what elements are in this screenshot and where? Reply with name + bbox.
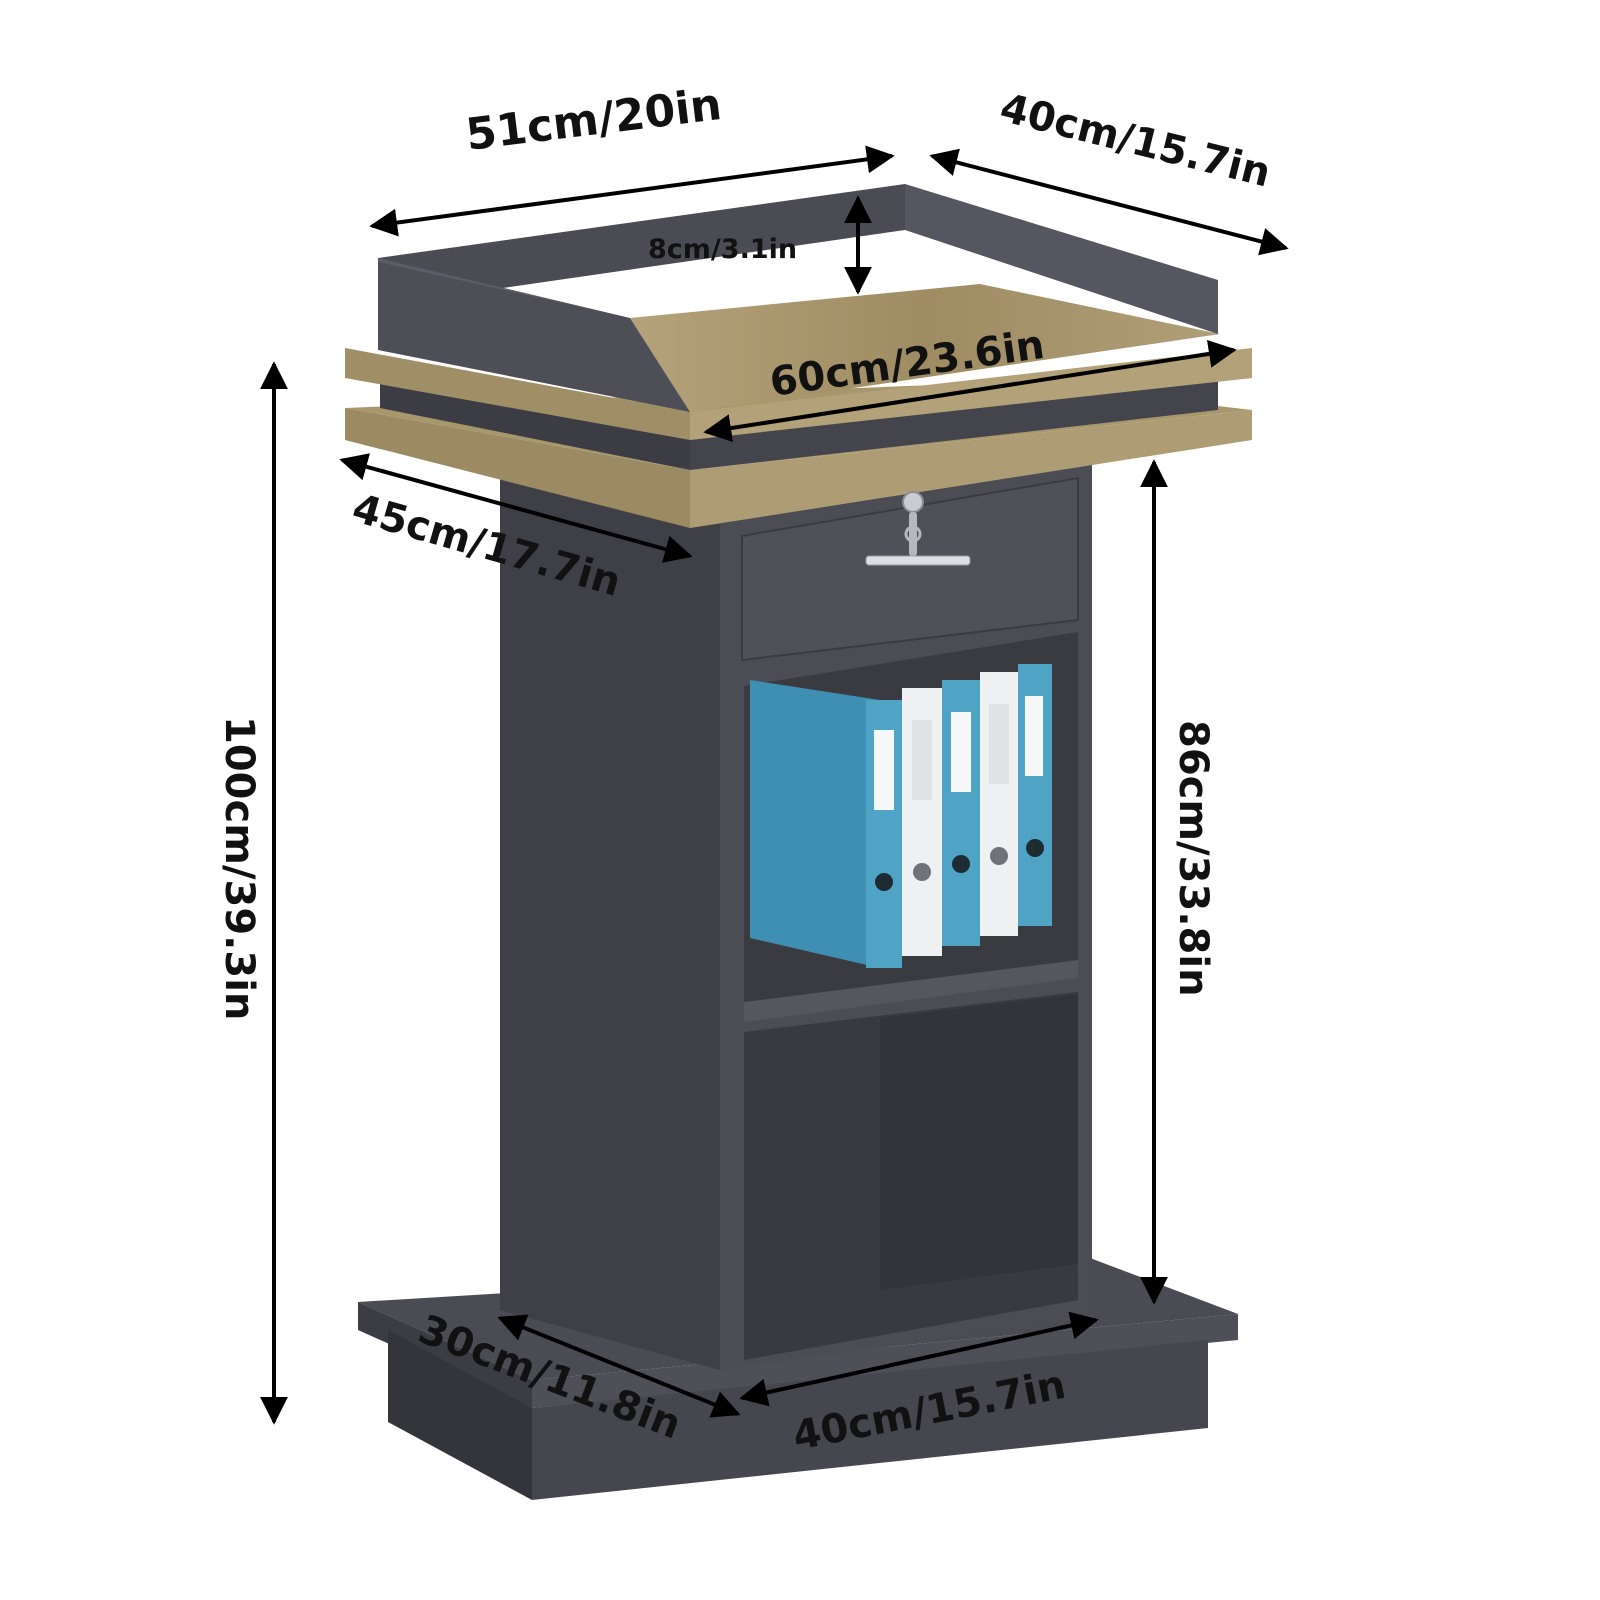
arrow-top-depth: [929, 148, 1289, 256]
binder-label-3: [951, 712, 971, 792]
arrow-top-width: [369, 145, 895, 237]
arrow-desk-depth: [339, 453, 693, 563]
binder-label-2: [912, 720, 932, 800]
upper-wood-slab-front: [345, 348, 690, 440]
binder-ring-4: [990, 847, 1008, 865]
arrow-base-depth: [497, 1314, 741, 1418]
drawer-handle-icon: [865, 555, 971, 566]
binder-ring-1: [875, 873, 893, 891]
key-lock-icon: [902, 491, 924, 556]
desk-dark-gap: [380, 380, 690, 470]
binder-ring-5: [1026, 839, 1044, 857]
base-front-face: [358, 1302, 532, 1408]
cabinet-left-side: [500, 478, 720, 1370]
arrow-desk-width: [703, 340, 1237, 442]
label-top-width: 51cm/20in: [463, 79, 724, 161]
drawer-front: [741, 476, 1079, 662]
binder-blue-1: [750, 680, 880, 968]
base-plinth-front: [388, 1330, 532, 1500]
tray-left-rim: [378, 258, 690, 412]
binder-label-5: [1025, 696, 1043, 776]
binder-ring-2: [913, 863, 931, 881]
arrow-base-width: [739, 1311, 1099, 1407]
lower-shelf-back: [880, 994, 1078, 1290]
binders-group: [750, 664, 1052, 968]
label-top-depth: 40cm/15.7in: [996, 85, 1275, 197]
binder-ring-3: [952, 855, 970, 873]
binder-label-4: [989, 704, 1009, 784]
binder-label-1: [874, 730, 894, 810]
label-cabinet-height: 86cm/33.8in: [1170, 720, 1216, 997]
dimension-arrows: [260, 145, 1289, 1425]
upper-shelf-board: [744, 960, 1078, 1022]
label-total-height: 100cm/39.3in: [216, 716, 262, 1020]
label-rim-height: 8cm/3.1in: [648, 234, 797, 265]
